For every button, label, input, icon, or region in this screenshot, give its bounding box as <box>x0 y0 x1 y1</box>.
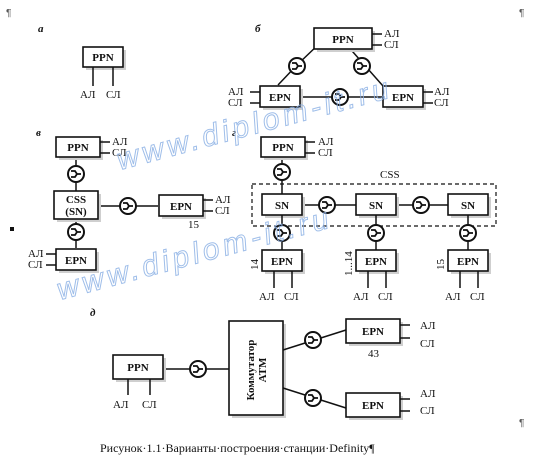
ppn-box-b: PPN <box>313 27 375 52</box>
switch-node-icon <box>304 389 322 407</box>
svg-text:АЛ: АЛ <box>434 86 450 98</box>
svg-text:СЛ: СЛ <box>142 399 157 411</box>
al-label: АЛ <box>80 89 96 101</box>
switch-node-icon <box>304 331 322 349</box>
switch-node-icon <box>459 224 477 242</box>
epn-box-b-right: EPN <box>382 85 426 110</box>
svg-text:СЛ: СЛ <box>434 97 449 109</box>
switch-node-icon <box>67 223 85 241</box>
epn-box-d-top: EPN <box>345 318 403 346</box>
svg-text:СЛ: СЛ <box>284 291 299 303</box>
svg-text:Коммутатор: Коммутатор <box>245 340 257 401</box>
svg-text:PPN: PPN <box>127 362 148 374</box>
epn-box-g-1: EPN <box>261 249 305 274</box>
ppn-box-a: PPN <box>82 46 126 70</box>
svg-text:АЛ: АЛ <box>420 388 436 400</box>
svg-text:СЛ: СЛ <box>470 291 485 303</box>
svg-text:SN: SN <box>461 200 475 212</box>
svg-text:PPN: PPN <box>272 142 293 154</box>
svg-text:EPN: EPN <box>362 326 384 338</box>
switch-node-icon <box>288 57 306 75</box>
svg-text:PPN: PPN <box>67 142 88 154</box>
svg-text:АЛ: АЛ <box>112 136 128 148</box>
range-1-14: 1...14 <box>343 251 355 276</box>
epn-box-v-bottom: EPN <box>55 248 99 273</box>
panel-label-b: б <box>255 23 261 35</box>
switch-node-icon <box>367 224 385 242</box>
svg-text:АЛ: АЛ <box>420 320 436 332</box>
pilcrow-mark: ¶ <box>519 8 524 19</box>
css-sn-box: CSS (SN) <box>53 190 101 222</box>
switch-node-icon <box>353 57 371 75</box>
epn-box-g-3: EPN <box>447 249 491 274</box>
count-43: 43 <box>368 348 380 360</box>
panel-label-g: г <box>232 127 236 139</box>
ppn-box-v: PPN <box>55 136 103 160</box>
figure-caption: Рисунок·1.1·Варианты·построения·станции·… <box>100 441 375 455</box>
svg-text:EPN: EPN <box>392 92 414 104</box>
svg-text:ATM: ATM <box>257 357 269 382</box>
svg-text:CSS: CSS <box>66 194 86 206</box>
svg-text:EPN: EPN <box>269 92 291 104</box>
sn-box-2: SN <box>355 193 399 218</box>
svg-text:EPN: EPN <box>271 256 293 268</box>
svg-text:SN: SN <box>369 200 383 212</box>
bullet-mark <box>10 227 14 231</box>
ppn-box-d: PPN <box>112 354 166 382</box>
css-group-label: CSS <box>380 169 400 181</box>
epn-box-v-right: EPN <box>158 194 206 219</box>
pilcrow-mark: ¶ <box>6 8 11 19</box>
switch-node-icon <box>189 360 207 378</box>
panel-label-v: в <box>36 127 41 139</box>
svg-text:СЛ: СЛ <box>215 205 230 217</box>
svg-text:АЛ: АЛ <box>259 291 275 303</box>
svg-text:СЛ: СЛ <box>28 259 43 271</box>
pilcrow-mark: ¶ <box>519 418 524 429</box>
sl-label: СЛ <box>106 89 121 101</box>
sn-box-1: SN <box>261 193 305 218</box>
switch-node-icon <box>412 196 430 214</box>
panel-label-d: д <box>90 307 96 319</box>
svg-text:АЛ: АЛ <box>113 399 129 411</box>
switch-node-icon <box>119 197 137 215</box>
switch-node-icon <box>273 163 291 181</box>
svg-text:АЛ: АЛ <box>215 194 231 206</box>
atm-switch-box: Коммутатор ATM <box>228 320 286 418</box>
svg-text:www.diplom-it.ru: www.diplom-it.ru <box>113 71 396 176</box>
svg-text:СЛ: СЛ <box>378 291 393 303</box>
range-15: 15 <box>435 259 447 271</box>
svg-text:EPN: EPN <box>65 255 87 267</box>
epn-box-d-bottom: EPN <box>345 392 403 420</box>
epn-box-b-left: EPN <box>259 85 303 110</box>
svg-text:EPN: EPN <box>362 400 384 412</box>
sn-box-3: SN <box>447 193 491 218</box>
svg-text:EPN: EPN <box>170 201 192 213</box>
svg-text:(SN): (SN) <box>65 206 87 218</box>
svg-text:SN: SN <box>275 200 289 212</box>
switch-node-icon <box>67 165 85 183</box>
svg-text:АЛ: АЛ <box>228 86 244 98</box>
ppn-box-g: PPN <box>260 136 308 160</box>
svg-text:СЛ: СЛ <box>384 39 399 51</box>
svg-text:АЛ: АЛ <box>353 291 369 303</box>
svg-text:СЛ: СЛ <box>318 147 333 159</box>
ppn-label: PPN <box>92 52 113 64</box>
range-14: 14 <box>249 259 261 271</box>
svg-text:АЛ: АЛ <box>445 291 461 303</box>
svg-text:СЛ: СЛ <box>420 405 435 417</box>
svg-text:PPN: PPN <box>332 34 353 46</box>
count-15: 15 <box>188 219 200 231</box>
svg-text:EPN: EPN <box>457 256 479 268</box>
panel-label-a: а <box>38 23 44 35</box>
svg-text:АЛ: АЛ <box>318 136 334 148</box>
svg-text:СЛ: СЛ <box>228 97 243 109</box>
svg-text:АЛ: АЛ <box>28 248 44 260</box>
svg-text:АЛ: АЛ <box>384 28 400 40</box>
svg-text:СЛ: СЛ <box>112 147 127 159</box>
svg-text:СЛ: СЛ <box>420 338 435 350</box>
epn-box-g-2: EPN <box>355 249 399 274</box>
svg-text:EPN: EPN <box>365 256 387 268</box>
